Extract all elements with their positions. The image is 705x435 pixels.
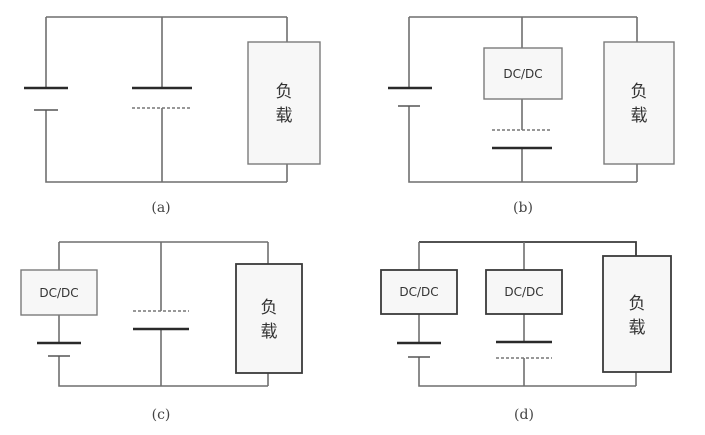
dcdc-converter-d1: DC/DC [380, 269, 458, 315]
circuit-c: DC/DC 负 载 (c) [20, 241, 303, 423]
dcdc-converter-b-label: DC/DC [503, 67, 542, 81]
caption-b: (b) [513, 200, 533, 216]
battery-b1 [388, 86, 432, 107]
dcdc-converter-d2-label: DC/DC [504, 285, 543, 299]
circuit-b: DC/DC 负 载 (b) [388, 16, 675, 216]
dcdc-converter-c-label: DC/DC [39, 286, 78, 300]
battery-d2 [496, 340, 552, 359]
load-c-label-1: 负 [261, 298, 278, 318]
load-d-label-1: 负 [629, 294, 646, 314]
load-b-label-2: 载 [631, 106, 648, 126]
dcdc-converter-c: DC/DC [20, 269, 98, 316]
dcdc-converter-b: DC/DC [483, 47, 563, 100]
caption-c: (c) [152, 407, 171, 423]
circuit-d-wires [418, 242, 637, 387]
battery-c2 [133, 310, 189, 331]
dcdc-converter-d1-label: DC/DC [399, 285, 438, 299]
caption-a: (a) [151, 200, 170, 216]
circuit-c-wires [58, 241, 269, 387]
circuit-d: DC/DC DC/DC 负 载 (d) [380, 241, 672, 423]
battery-a2 [132, 86, 192, 109]
circuit-d-top-wire [419, 241, 637, 256]
battery-a1 [24, 86, 68, 111]
caption-d: (d) [514, 407, 534, 423]
circuit-a: 负 载 (a) [24, 16, 321, 216]
load-b: 负 载 [603, 41, 675, 165]
circuit-a-wires [45, 16, 288, 183]
load-b-label-1: 负 [631, 82, 648, 102]
battery-c1 [37, 341, 81, 357]
load-a-label-2: 载 [276, 106, 293, 126]
circuit-b-wires [408, 16, 638, 183]
battery-b2 [492, 129, 552, 150]
load-a-label-1: 负 [276, 82, 293, 102]
load-c-label-2: 载 [261, 322, 278, 342]
load-c: 负 载 [235, 263, 303, 374]
load-d-label-2: 载 [629, 318, 646, 338]
battery-d1 [397, 341, 441, 358]
load-a: 负 载 [247, 41, 321, 165]
load-d: 负 载 [602, 255, 672, 373]
dcdc-converter-d2: DC/DC [485, 269, 563, 315]
